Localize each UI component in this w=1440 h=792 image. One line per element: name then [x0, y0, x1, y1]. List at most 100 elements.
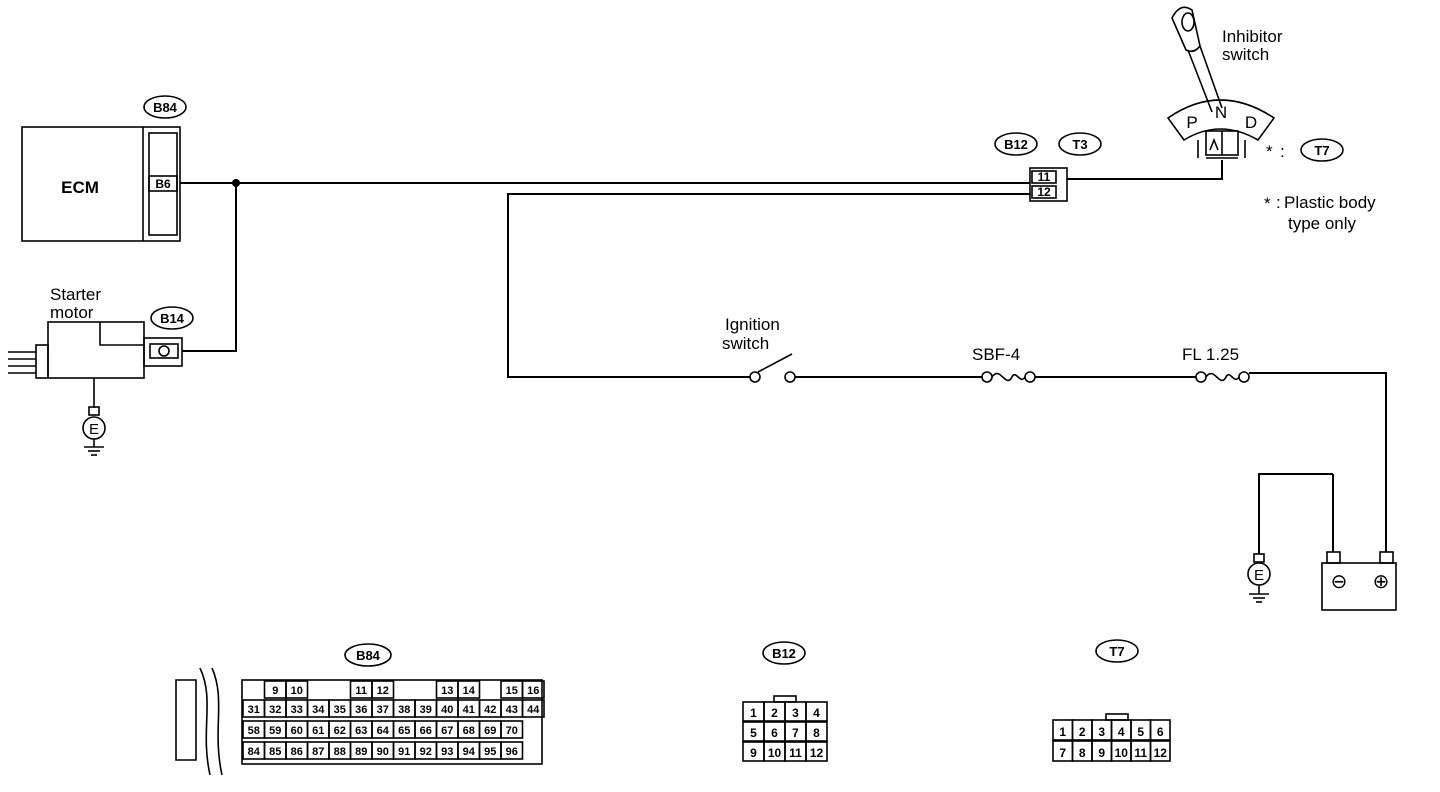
ecm-connector-tag: B84 — [143, 95, 187, 119]
b84-pin-61: 61 — [312, 725, 324, 737]
t7-view-label: T7 — [1109, 644, 1124, 659]
note-text-line2: type only — [1288, 214, 1357, 233]
b84-pin-10-cell — [285, 680, 309, 699]
t7-pin-12: 12 — [1154, 746, 1168, 760]
b84-pin-66: 66 — [420, 725, 432, 737]
fuse1-label: SBF-4 — [972, 345, 1020, 364]
fuse-icon-2: FL 1.25 — [1182, 345, 1387, 552]
selector-position-d: D — [1245, 113, 1257, 132]
starter-label-line2: motor — [50, 303, 94, 322]
b12-pin-10: 10 — [768, 746, 782, 760]
b84-pin-90: 90 — [377, 746, 389, 758]
wire-junction-to-inhibitor — [1067, 160, 1223, 180]
t7-pin-6: 6 — [1157, 725, 1164, 739]
b84-pin-68: 68 — [463, 725, 475, 737]
battery-negative: ⊖ — [1331, 571, 1348, 593]
ground-label-battery: E — [1254, 567, 1264, 584]
t7-pin-2: 2 — [1079, 725, 1086, 739]
b84-pin-35: 35 — [334, 704, 346, 716]
b12-pin-4-cell — [805, 701, 828, 722]
b84-pin-39: 39 — [420, 704, 432, 716]
b84-pin-62: 62 — [334, 725, 346, 737]
starter-terminal-icon — [149, 343, 179, 359]
b84-pin-64: 64 — [377, 725, 390, 737]
junction-terminal-11: 11 — [1038, 170, 1051, 184]
note-star-2: * — [1264, 194, 1271, 213]
wire-to-starter — [182, 183, 237, 352]
ecm-block: ECM B6 — [21, 126, 181, 242]
b84-pin-36: 36 — [355, 704, 367, 716]
selector-arc — [1166, 99, 1276, 142]
ground-icon: E — [82, 406, 106, 456]
b84-pin-16-cell — [521, 680, 545, 699]
b84-pin-70: 70 — [506, 725, 518, 737]
b84-pin-93: 93 — [441, 746, 453, 758]
b12-pin-8-cell — [805, 721, 828, 742]
inhibitor-label-line2: switch — [1222, 45, 1269, 64]
note-colon-1: : — [1280, 142, 1285, 161]
b84-pin-12: 12 — [377, 685, 389, 697]
ignition-label-line1: Ignition — [725, 315, 780, 334]
b12-pin-12: 12 — [810, 746, 824, 760]
b12-pin-12-cell — [805, 741, 828, 762]
b12-view-label: B12 — [772, 646, 796, 661]
b84-pin-85: 85 — [269, 746, 281, 758]
b84-pin-16: 16 — [527, 685, 539, 697]
ecm-label: ECM — [61, 178, 99, 197]
b84-pin-15: 15 — [506, 685, 518, 697]
b12-pin-2: 2 — [771, 706, 778, 720]
junction-tag-t3-label: T3 — [1072, 137, 1087, 152]
b84-pin-59: 59 — [269, 725, 281, 737]
t7-pin-8: 8 — [1079, 746, 1086, 760]
b84-pin-87: 87 — [312, 746, 324, 758]
t7-pin-7: 7 — [1059, 746, 1066, 760]
b84-pin-63: 63 — [355, 725, 367, 737]
note-star-1: * — [1266, 142, 1273, 161]
starter-motor: Starter motor — [8, 285, 183, 408]
b84-pin-96-cell — [500, 741, 524, 760]
starter-connector-tag: B14 — [150, 306, 194, 330]
b84-pin-10: 10 — [291, 685, 303, 697]
b84-pin-89: 89 — [355, 746, 367, 758]
note-text-line1: Plastic body — [1284, 193, 1376, 212]
t7-pin-3: 3 — [1098, 725, 1105, 739]
b84-pin-9: 9 — [272, 685, 278, 697]
b84-pin-88: 88 — [334, 746, 346, 758]
junction-tag-b12: B12 — [994, 132, 1038, 156]
b84-pin-40: 40 — [441, 704, 453, 716]
t7-pin-5: 5 — [1137, 725, 1144, 739]
junction-terminal-12: 12 — [1037, 185, 1051, 199]
b84-pin-92: 92 — [420, 746, 432, 758]
t7-pin-10: 10 — [1115, 746, 1129, 760]
b84-pin-58: 58 — [248, 725, 260, 737]
fuse-icon: SBF-4 — [972, 345, 1196, 383]
starter-shaft-icon — [8, 351, 36, 374]
t7-pin-1: 1 — [1059, 725, 1066, 739]
b84-pin-11: 11 — [355, 685, 367, 697]
t7-pin-9: 9 — [1098, 746, 1105, 760]
b84-pin-60: 60 — [291, 725, 303, 737]
b12-pin-11: 11 — [789, 746, 802, 760]
junction-connector: 11 12 — [1029, 167, 1068, 202]
battery-icon: ⊖ ⊕ — [1258, 473, 1397, 611]
b84-pin-44-cell — [521, 699, 545, 718]
b84-pin-65: 65 — [398, 725, 410, 737]
b84-pin-94: 94 — [463, 746, 476, 758]
b12-pin-5: 5 — [750, 726, 757, 740]
ecm-terminal-label: B6 — [155, 177, 171, 191]
starter-connector-label: B14 — [160, 311, 185, 326]
b84-pin-67: 67 — [441, 725, 453, 737]
b84-pin-69: 69 — [484, 725, 496, 737]
b84-pin-91: 91 — [398, 746, 410, 758]
b84-pin-95: 95 — [484, 746, 496, 758]
b84-pin-42: 42 — [484, 704, 496, 716]
b84-pin-14-cell — [457, 680, 481, 699]
b84-pin-44: 44 — [527, 704, 540, 716]
wire-junction-to-ignition — [507, 193, 1030, 378]
b12-pin-9: 9 — [750, 746, 757, 760]
t7-pin-12-cell — [1149, 740, 1171, 762]
b12-pin-6: 6 — [771, 726, 778, 740]
